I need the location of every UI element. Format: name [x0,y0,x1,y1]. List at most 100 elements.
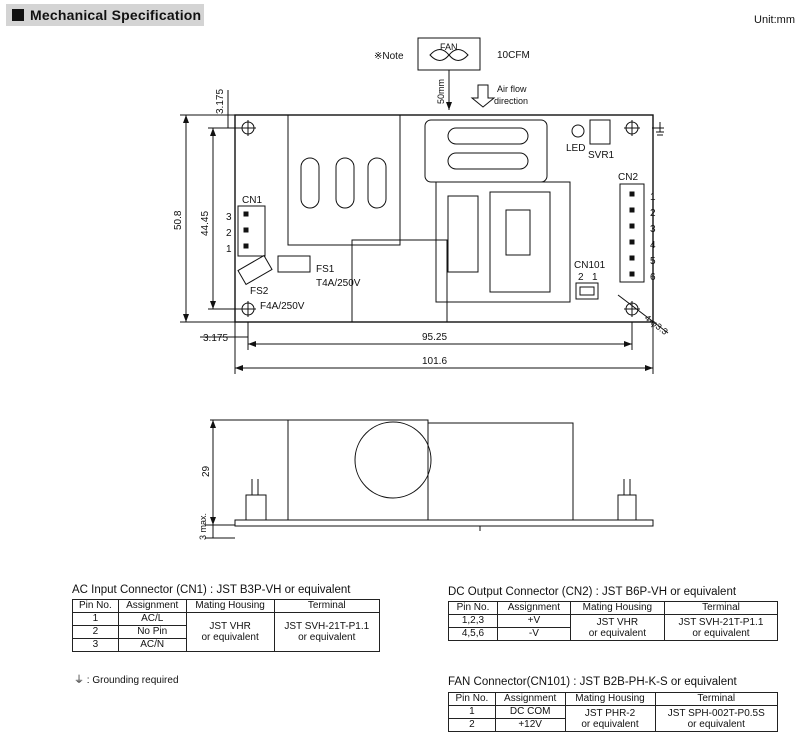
cn1-caption: AC Input Connector (CN1) : JST B3P-VH or… [72,584,351,596]
cn101-header-housing: Mating Housing [564,692,656,706]
dim-width-inner: 95.25 [422,332,447,343]
table-row: 1 DC COM JST PHR-2 or equivalent JST SPH… [448,705,778,732]
table-row: 4,5,6 -V [448,627,778,641]
table-cell: AC/L [117,612,187,626]
cn2-pin-6: 6 [650,272,656,283]
fs1-rating: T4A/250V [316,278,361,289]
top-view-drawing: ※Note FAN 10CFM 50mm Air flow direction … [173,37,670,374]
cn1-housing-line2: or equivalent [201,632,259,643]
svr1-label: SVR1 [588,150,615,161]
table-row: 1,2,3 +V JST VHR or equivalent JST SVH-2… [448,614,779,641]
table-cell: DC COM [494,705,566,719]
cn101-terminal-line1: JST SPH-002T-P0.5S [667,707,765,719]
cn1-pin-1: 1 [226,244,232,255]
cn101-header-terminal: Terminal [654,692,778,706]
fs2-rating: F4A/250V [260,301,305,312]
table-cell: -V [496,627,571,641]
dim-left-offset: 3.175 [203,333,228,344]
airflow-label-1: Air flow [497,84,527,94]
cn101-pin-1: 1 [592,272,598,283]
cn2-header-pin: Pin No. [448,601,498,615]
cn1-pin-2: 2 [226,228,232,239]
cn1-terminal-line2: or equivalent [298,632,356,643]
table-cell: 1 [72,612,119,626]
cn2-pin-3: 3 [650,224,656,235]
cn1-header-pin: Pin No. [72,599,119,613]
table-cell: 4,5,6 [448,627,498,641]
cn101-caption: FAN Connector(CN101) : JST B2B-PH-K-S or… [448,676,737,688]
dim-height-inner: 44.45 [200,211,211,236]
table-cell: 2 [72,625,119,639]
led-label: LED [566,143,585,154]
cn2-pin-1: 1 [650,192,656,203]
fs1-label: FS1 [316,264,335,275]
cn2-pin-2: 2 [650,208,656,219]
cn1-terminal-cell: JST SVH-21T-P1.1 or equivalent [273,612,381,652]
cn2-table: Pin No. Assignment Mating Housing Termin… [448,601,779,641]
board-outline [234,114,654,323]
table-cell: +12V [494,718,566,732]
section-title: Mechanical Specification [30,7,202,23]
cn1-header-terminal: Terminal [273,599,381,613]
table-cell: AC/N [117,638,187,652]
hole-label: 4-φ3.3 [643,313,670,337]
cn2-housing-line1: JST VHR [596,616,639,628]
section-title-box: Mechanical Specification [6,4,204,26]
cn2-pin-5: 5 [650,256,656,267]
unit-label: Unit:mm [754,14,795,26]
table-row: 2 +12V [448,718,778,732]
cn2-header-housing: Mating Housing [569,601,665,615]
cn2-housing-cell: JST VHR or equivalent [569,614,665,641]
cn1-header-housing: Mating Housing [185,599,275,613]
table-cell: 1 [448,705,496,719]
table-row: 2 No Pin [72,625,380,639]
cn2-terminal-line2: or equivalent [692,627,750,639]
cn101-header-pin: Pin No. [448,692,496,706]
cn101-header-assign: Assignment [494,692,566,706]
grounding-note: ⏚ : Grounding required [74,675,179,686]
cn101-terminal-line2: or equivalent [687,718,745,730]
table-cell: 3 [72,638,119,652]
dim-side-height: 29 [201,465,212,477]
table-cell: 2 [448,718,496,732]
cn2-terminal-cell: JST SVH-21T-P1.1 or equivalent [663,614,779,641]
table-row: 3 AC/N [72,638,380,652]
cn1-terminal-line1: JST SVH-21T-P1.1 [284,621,370,632]
cn1-label: CN1 [242,195,262,206]
cn1-header-assign: Assignment [117,599,187,613]
cn2-housing-line2: or equivalent [588,627,647,639]
cfm-label: 10CFM [497,50,530,61]
table-cell: No Pin [117,625,187,639]
cn2-label: CN2 [618,172,638,183]
cn1-table: Pin No. Assignment Mating Housing Termin… [72,599,381,652]
table-cell: +V [496,614,571,628]
airflow-label-2: direction [494,96,528,106]
cn2-caption: DC Output Connector (CN2) : JST B6P-VH o… [448,586,737,598]
dim-side-base: 3 max. [198,513,208,540]
cn2-pin-4: 4 [650,240,656,251]
cn1-housing-cell: JST VHR or equivalent [185,612,275,652]
cn1-housing-line1: JST VHR [209,621,251,632]
side-view-drawing: 29 3 max. [198,419,654,540]
cn101-terminal-cell: JST SPH-002T-P0.5S or equivalent [654,705,778,732]
fs2-label: FS2 [250,286,269,297]
cn101-housing-cell: JST PHR-2 or equivalent [564,705,656,732]
cn101-housing-line1: JST PHR-2 [584,707,636,719]
title-square-icon [12,9,24,21]
cn101-pin-2: 2 [578,272,584,283]
cn101-housing-line2: or equivalent [581,718,639,730]
table-cell: 1,2,3 [448,614,498,628]
fan-label: FAN [440,42,458,52]
fan-distance-label: 50mm [436,79,446,104]
dim-height-total: 50.8 [173,210,184,230]
cn101-label: CN101 [574,260,606,271]
cn2-terminal-line1: JST SVH-21T-P1.1 [678,616,764,628]
dim-width-total: 101.6 [422,356,447,367]
cn1-pin-3: 3 [226,212,232,223]
cn2-header-assign: Assignment [496,601,571,615]
cn101-table: Pin No. Assignment Mating Housing Termin… [448,692,778,732]
cn2-header-terminal: Terminal [663,601,779,615]
note-label: ※Note [374,51,404,62]
dim-top-offset: 3.175 [215,89,226,114]
table-row: 1 AC/L JST VHR or equivalent JST SVH-21T… [72,612,381,652]
